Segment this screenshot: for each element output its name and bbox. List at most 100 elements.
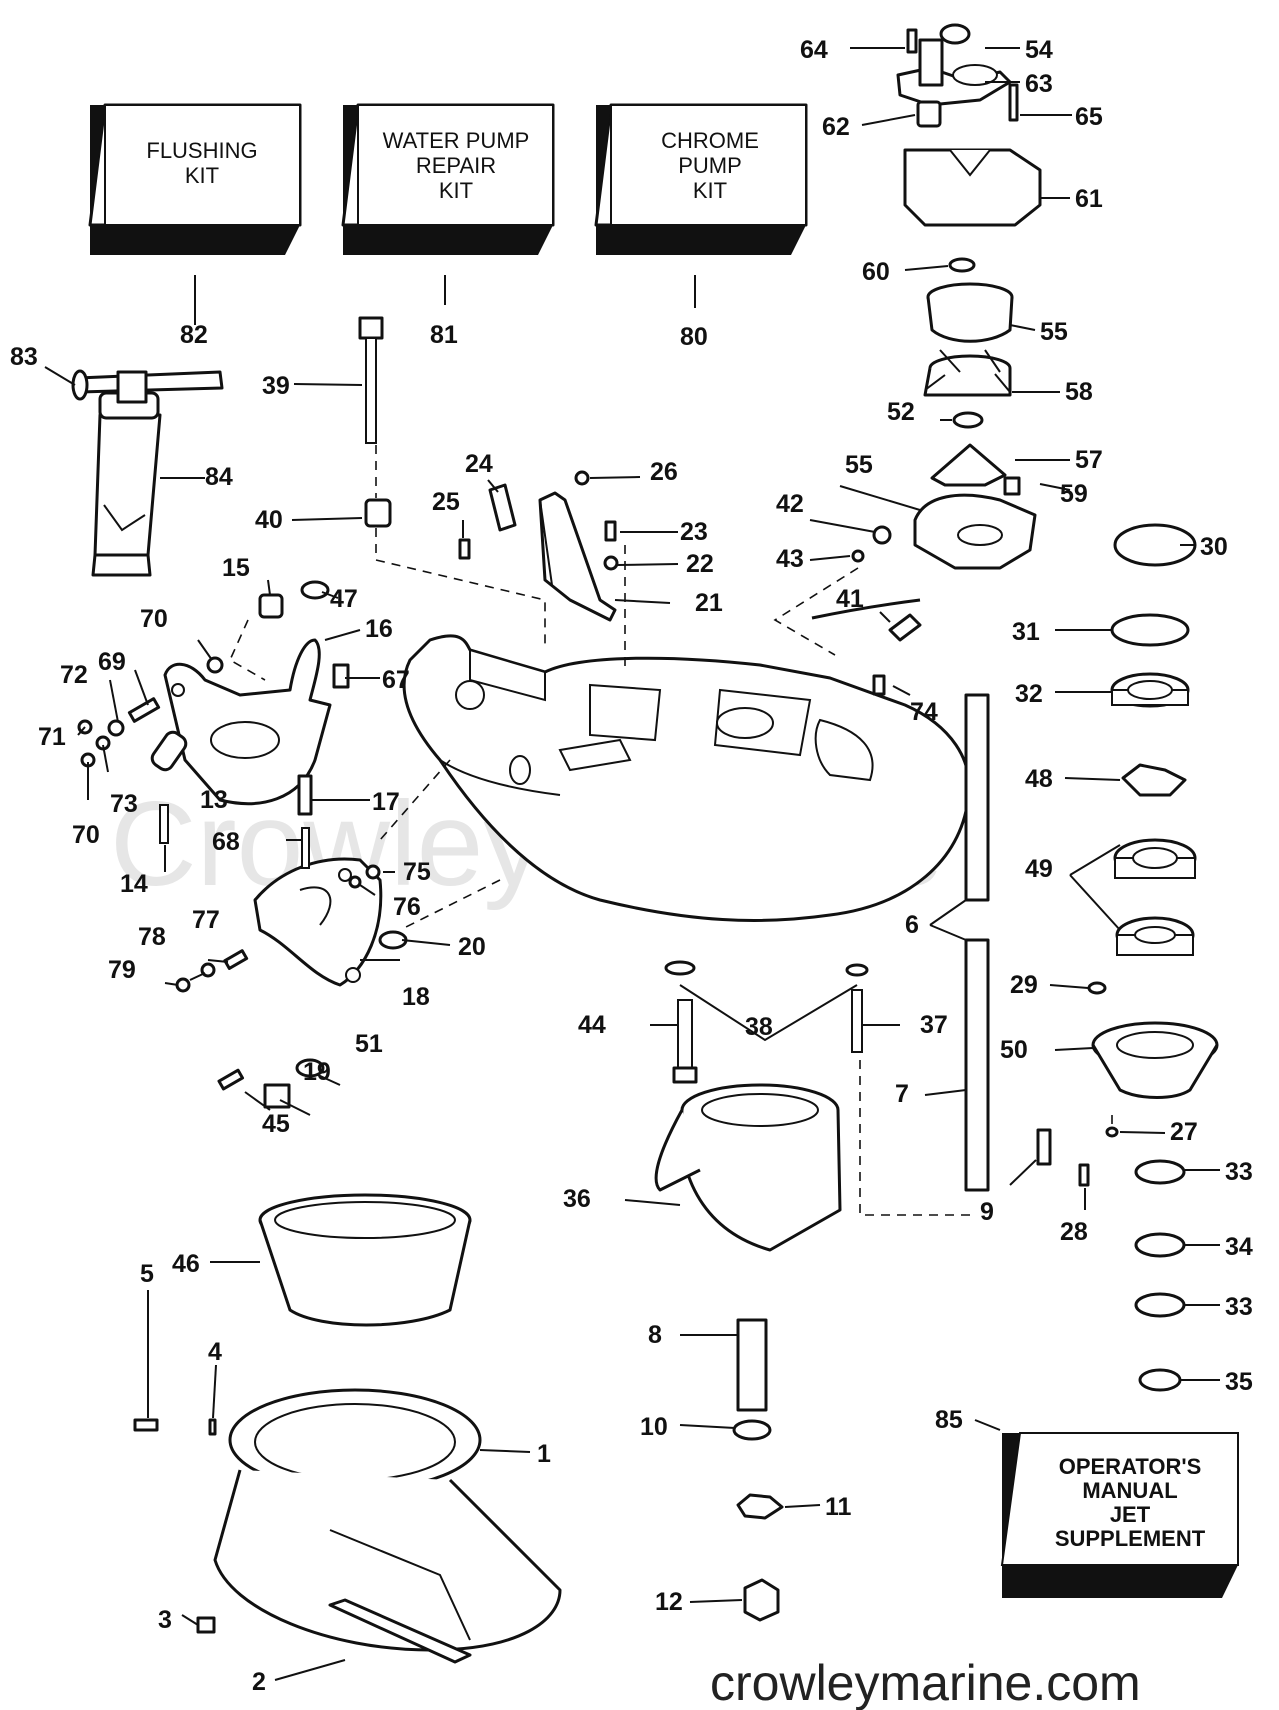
callout-22: 22: [686, 550, 714, 578]
callout-80: 80: [680, 323, 708, 351]
washer-72: [107, 719, 125, 737]
pump-liner: [916, 100, 942, 128]
callout-78: 78: [138, 923, 166, 951]
hose-fitting: [888, 613, 922, 642]
water-pump-kit-line1: WATER PUMP: [383, 128, 530, 153]
nut-75: [365, 864, 381, 880]
washer-38b: [845, 963, 869, 977]
callout-45: 45: [262, 1110, 290, 1138]
key-59: [1003, 476, 1021, 496]
manual-line1: OPERATOR'S: [1059, 1454, 1202, 1479]
bolt-69: [127, 697, 161, 723]
sleeve-8: [736, 1318, 768, 1412]
chrome-pump-kit-line2: PUMP: [678, 153, 742, 178]
bolt-39: [358, 316, 384, 444]
spacer-40: [364, 498, 392, 528]
callout-55b: 55: [845, 451, 873, 479]
nut-70a: [206, 656, 224, 674]
water-pump-kit-line2: REPAIR: [416, 153, 496, 178]
callout-40: 40: [255, 506, 283, 534]
callout-33b: 33: [1225, 1293, 1253, 1321]
callout-39: 39: [262, 372, 290, 400]
callout-70b: 70: [72, 821, 100, 849]
callout-21: 21: [695, 589, 723, 617]
intake-grate-bar: [328, 1598, 472, 1664]
screw-45: [217, 1068, 245, 1091]
callout-14: 14: [120, 870, 148, 898]
wear-ring: [258, 1193, 472, 1327]
screw-14: [159, 804, 169, 844]
screw-28: [1078, 1163, 1090, 1187]
callout-27: 27: [1170, 1118, 1198, 1146]
washer-43: [851, 549, 865, 563]
water-pump-cover: [896, 23, 1012, 107]
callout-32: 32: [1015, 680, 1043, 708]
clip-24: [488, 483, 517, 532]
callout-77: 77: [192, 906, 220, 934]
screw-23: [604, 520, 617, 542]
drive-shaft-lower: [964, 938, 990, 1192]
callout-59: 59: [1060, 480, 1088, 508]
gasket-57: [930, 443, 1007, 487]
nut-79: [175, 977, 191, 993]
callout-35: 35: [1225, 1368, 1253, 1396]
callout-72: 72: [60, 661, 88, 689]
operators-manual-box: OPERATOR'S MANUAL JET SUPPLEMENT: [1000, 1432, 1239, 1598]
seal-35: [1138, 1368, 1182, 1392]
flushing-tool: [71, 369, 224, 577]
callout-85: 85: [935, 1406, 963, 1434]
callout-70a: 70: [140, 605, 168, 633]
callout-68: 68: [212, 828, 240, 856]
callout-31: 31: [1012, 618, 1040, 646]
washer-51: [295, 1058, 325, 1078]
callout-5: 5: [140, 1260, 154, 1288]
callout-13: 13: [200, 786, 228, 814]
chrome-pump-kit-line1: CHROME: [661, 128, 759, 153]
bushing-15: [258, 593, 284, 619]
bracket-left: [163, 638, 332, 806]
callout-1: 1: [537, 1440, 551, 1468]
callout-12: 12: [655, 1588, 683, 1616]
callout-36: 36: [563, 1185, 591, 1213]
pump-housing: [402, 634, 971, 922]
o-ring-31: [1110, 613, 1190, 647]
bearing-49a: [1113, 838, 1197, 879]
nut-26: [574, 470, 590, 486]
key-9: [1036, 1128, 1052, 1166]
callout-51: 51: [355, 1030, 383, 1058]
impeller-plate: [913, 493, 1037, 570]
washer-4: [208, 1418, 217, 1436]
callout-20: 20: [458, 933, 486, 961]
flushing-kit-box: FLUSHING KIT: [88, 103, 302, 255]
callout-33a: 33: [1225, 1158, 1253, 1186]
tab-washer-11: [736, 1493, 784, 1520]
washer-29: [1087, 981, 1107, 995]
washer-76: [348, 875, 362, 889]
callout-62: 62: [822, 113, 850, 141]
callout-84: 84: [205, 463, 233, 491]
pin-13: [150, 730, 188, 772]
callout-10: 10: [640, 1413, 668, 1441]
callout-11: 11: [825, 1493, 852, 1521]
washer-10: [732, 1419, 772, 1441]
drive-shaft-upper: [964, 693, 990, 902]
water-pump-repair-kit-box: WATER PUMP REPAIR KIT: [341, 103, 555, 255]
callout-75: 75: [403, 858, 431, 886]
washer-38a: [664, 960, 696, 976]
callout-16: 16: [365, 615, 393, 643]
callout-44: 44: [578, 1011, 606, 1039]
callout-8: 8: [648, 1321, 662, 1349]
spring-17: [297, 774, 313, 816]
washer-22: [603, 555, 619, 571]
seal-33b: [1134, 1292, 1186, 1318]
callout-17: 17: [372, 788, 400, 816]
callout-57: 57: [1075, 446, 1103, 474]
callout-82: 82: [180, 321, 208, 349]
callout-28: 28: [1060, 1218, 1088, 1246]
callout-41: 41: [836, 585, 864, 613]
manual-line2: MANUAL: [1082, 1478, 1177, 1503]
callout-9: 9: [980, 1198, 994, 1226]
screw-68: [301, 827, 310, 869]
callout-65: 65: [1075, 103, 1103, 131]
